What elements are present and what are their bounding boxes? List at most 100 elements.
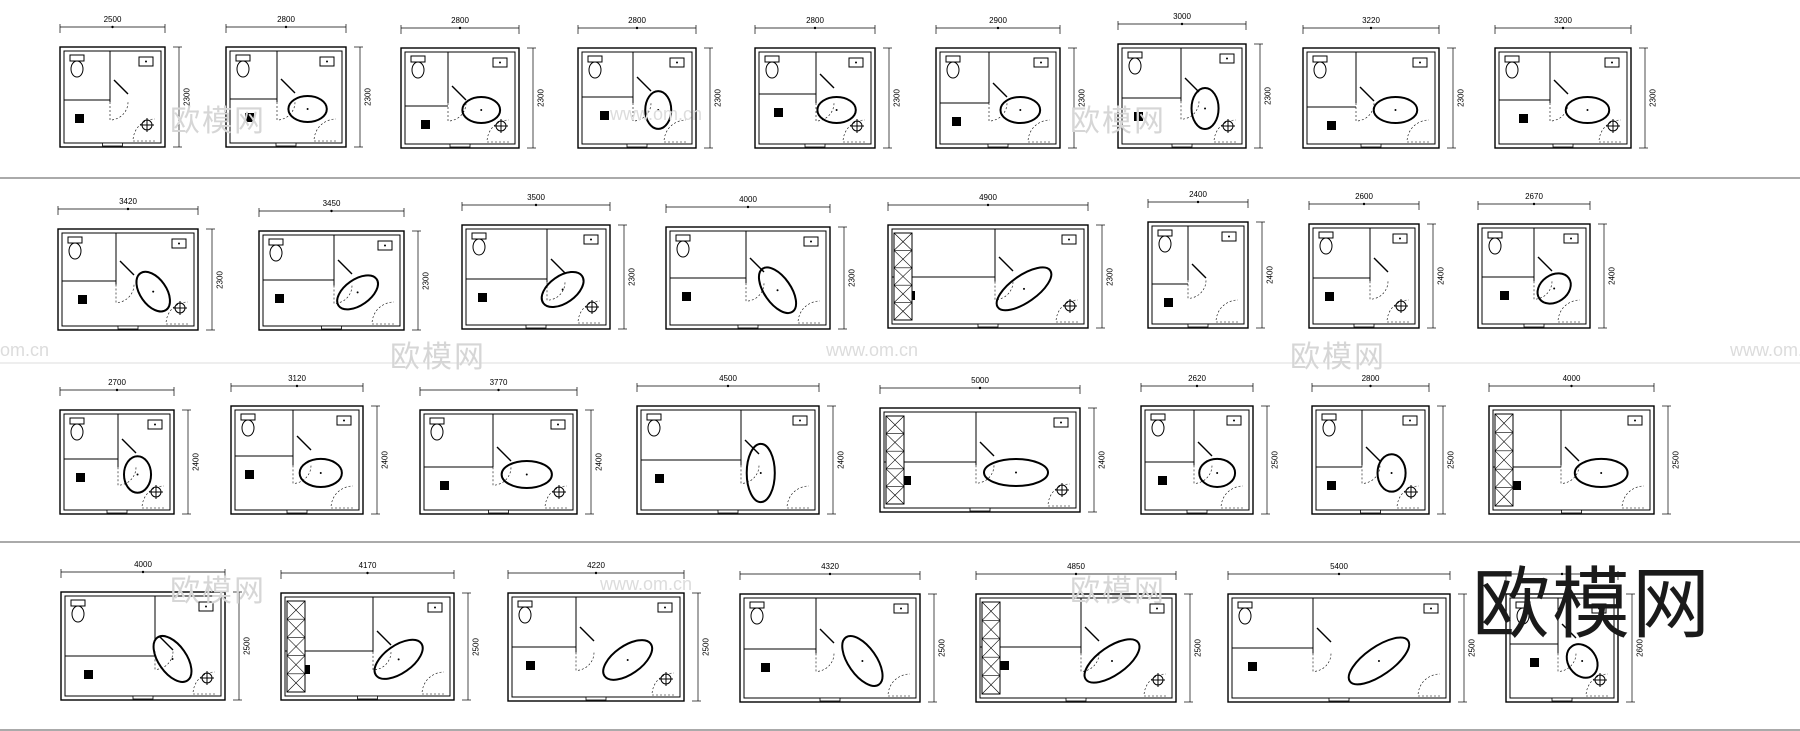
door-swing	[115, 284, 135, 303]
door-swing	[330, 485, 354, 509]
toilet-bowl	[676, 240, 690, 258]
shower-drain	[600, 111, 609, 120]
cabinet-cross	[893, 267, 913, 286]
bathtub-drain	[319, 471, 322, 474]
door-swing	[447, 102, 467, 122]
toilet-bowl	[750, 607, 764, 625]
shower-drain	[1325, 292, 1334, 301]
dimension-marker	[1369, 26, 1373, 30]
glass-screen	[1084, 626, 1100, 642]
towel-rail	[321, 325, 342, 330]
toilet-tank	[1312, 55, 1328, 63]
door-swing	[117, 467, 137, 486]
bathtub-drain	[306, 108, 309, 110]
glass-screen	[496, 446, 512, 462]
shower-drain	[84, 670, 93, 679]
width-dimension-label: 2620	[1188, 374, 1206, 383]
width-dimension-label: 4900	[979, 193, 997, 202]
cabinet-cross	[1494, 468, 1514, 488]
height-dimension-label: 2500	[1193, 639, 1203, 657]
toilet-bowl	[1128, 57, 1142, 75]
shower-drain	[1327, 481, 1336, 490]
shower-drain	[1530, 658, 1539, 667]
width-dimension-label: 2800	[628, 16, 646, 25]
width-dimension-label: 3420	[119, 197, 137, 206]
sink-tap	[1060, 421, 1062, 424]
height-dimension-label: 2300	[1456, 89, 1466, 107]
toilet-tank	[675, 234, 691, 242]
towel-rail	[106, 509, 128, 514]
bathtub-drain	[657, 109, 660, 111]
glass-screen	[280, 78, 296, 94]
dimension-marker	[1180, 22, 1184, 26]
bathtub-drain	[152, 290, 155, 293]
width-dimension-label: 3500	[527, 193, 545, 202]
sink-tap	[1430, 607, 1432, 610]
door-swing	[132, 118, 156, 142]
cabinet-cross	[893, 284, 913, 303]
door-swing	[1549, 102, 1569, 122]
cabinet-cross	[1494, 450, 1514, 470]
cabinet-cross	[981, 675, 1001, 695]
dimension-marker	[141, 570, 145, 574]
cabinet-cross	[885, 486, 905, 505]
toilet-tank	[1321, 413, 1337, 421]
towel-rail	[1360, 143, 1382, 148]
toilet-bowl	[1319, 237, 1333, 255]
toilet-bowl	[70, 423, 84, 441]
towel-rail	[585, 696, 607, 701]
door-swing	[1047, 483, 1071, 507]
towel-rail	[525, 324, 547, 329]
toilet-bowl	[1151, 419, 1165, 437]
toilet-bowl	[411, 61, 425, 79]
shower-drain	[774, 108, 783, 117]
width-dimension-label: 4850	[1067, 562, 1085, 571]
shower-drain	[478, 293, 487, 302]
dimension-marker	[111, 25, 114, 29]
towel-rail	[737, 324, 759, 329]
toilet-bowl	[71, 605, 85, 623]
bathtub-drain	[1019, 109, 1022, 111]
dimension-marker	[458, 26, 462, 30]
towel-rail	[357, 695, 378, 700]
sink-tap	[343, 419, 345, 422]
bathtub-drain	[1111, 659, 1113, 662]
dimension-marker	[1532, 202, 1536, 206]
shower-drain	[1327, 121, 1336, 130]
toilet-tank	[517, 600, 533, 608]
height-dimension-label: 2300	[1077, 89, 1087, 107]
glass-screen	[819, 73, 835, 89]
towel-rail	[819, 697, 841, 702]
shower-drain	[245, 470, 254, 479]
toilet-tank	[67, 236, 83, 244]
dimension-marker	[497, 388, 500, 392]
width-dimension-label: 2800	[277, 15, 295, 24]
sink-tap	[145, 60, 147, 63]
towel-rail	[117, 325, 139, 330]
width-dimension-label: 2500	[103, 15, 122, 24]
glass-screen	[1564, 446, 1580, 462]
cabinet-cross	[893, 250, 913, 269]
width-dimension-label: 4500	[719, 374, 737, 383]
width-dimension-label: 2600	[1355, 192, 1373, 201]
shower-drain	[655, 474, 664, 483]
glass-screen	[550, 258, 566, 274]
towel-rail	[804, 143, 826, 148]
door-swing	[740, 465, 760, 484]
width-dimension-label: 5000	[971, 376, 989, 385]
shower-drain	[75, 114, 84, 123]
shower-drain	[1519, 114, 1528, 123]
sink-tap	[1399, 237, 1401, 240]
shower-drain	[682, 292, 691, 301]
door-swing	[1027, 119, 1051, 143]
toilet-tank	[749, 601, 765, 609]
glass-screen	[579, 626, 595, 642]
towel-rail	[1065, 697, 1087, 702]
towel-rail	[1561, 509, 1582, 514]
toilet-tank	[240, 413, 256, 421]
door-swing	[192, 671, 216, 695]
height-dimension-label: 2400	[1265, 266, 1275, 284]
cabinet-cross	[893, 232, 913, 251]
dimension-marker	[746, 205, 750, 209]
